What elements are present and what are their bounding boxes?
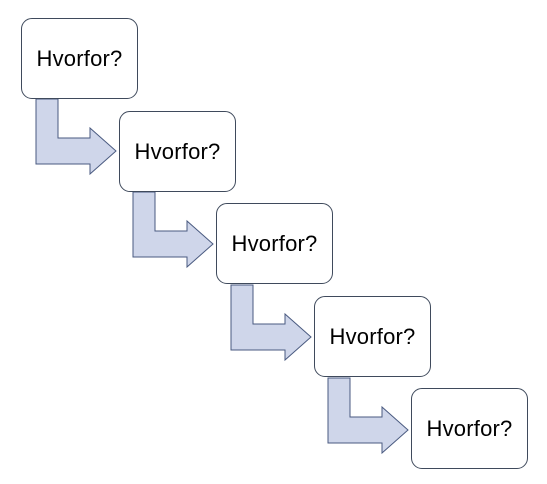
connector-arrow-3 bbox=[230, 284, 312, 362]
connector-arrow-2 bbox=[132, 191, 214, 269]
step-label-5: Hvorfor? bbox=[426, 415, 513, 441]
step-box-1: Hvorfor? bbox=[21, 18, 138, 99]
step-label-2: Hvorfor? bbox=[134, 138, 221, 164]
connector-arrow-1 bbox=[35, 98, 117, 176]
step-label-1: Hvorfor? bbox=[36, 45, 123, 71]
step-box-4: Hvorfor? bbox=[314, 296, 431, 377]
step-label-3: Hvorfor? bbox=[231, 230, 318, 256]
step-box-5: Hvorfor? bbox=[411, 388, 528, 469]
step-box-3: Hvorfor? bbox=[216, 203, 333, 284]
connector-arrow-4 bbox=[327, 377, 409, 455]
step-label-4: Hvorfor? bbox=[329, 323, 416, 349]
step-box-2: Hvorfor? bbox=[119, 111, 236, 192]
